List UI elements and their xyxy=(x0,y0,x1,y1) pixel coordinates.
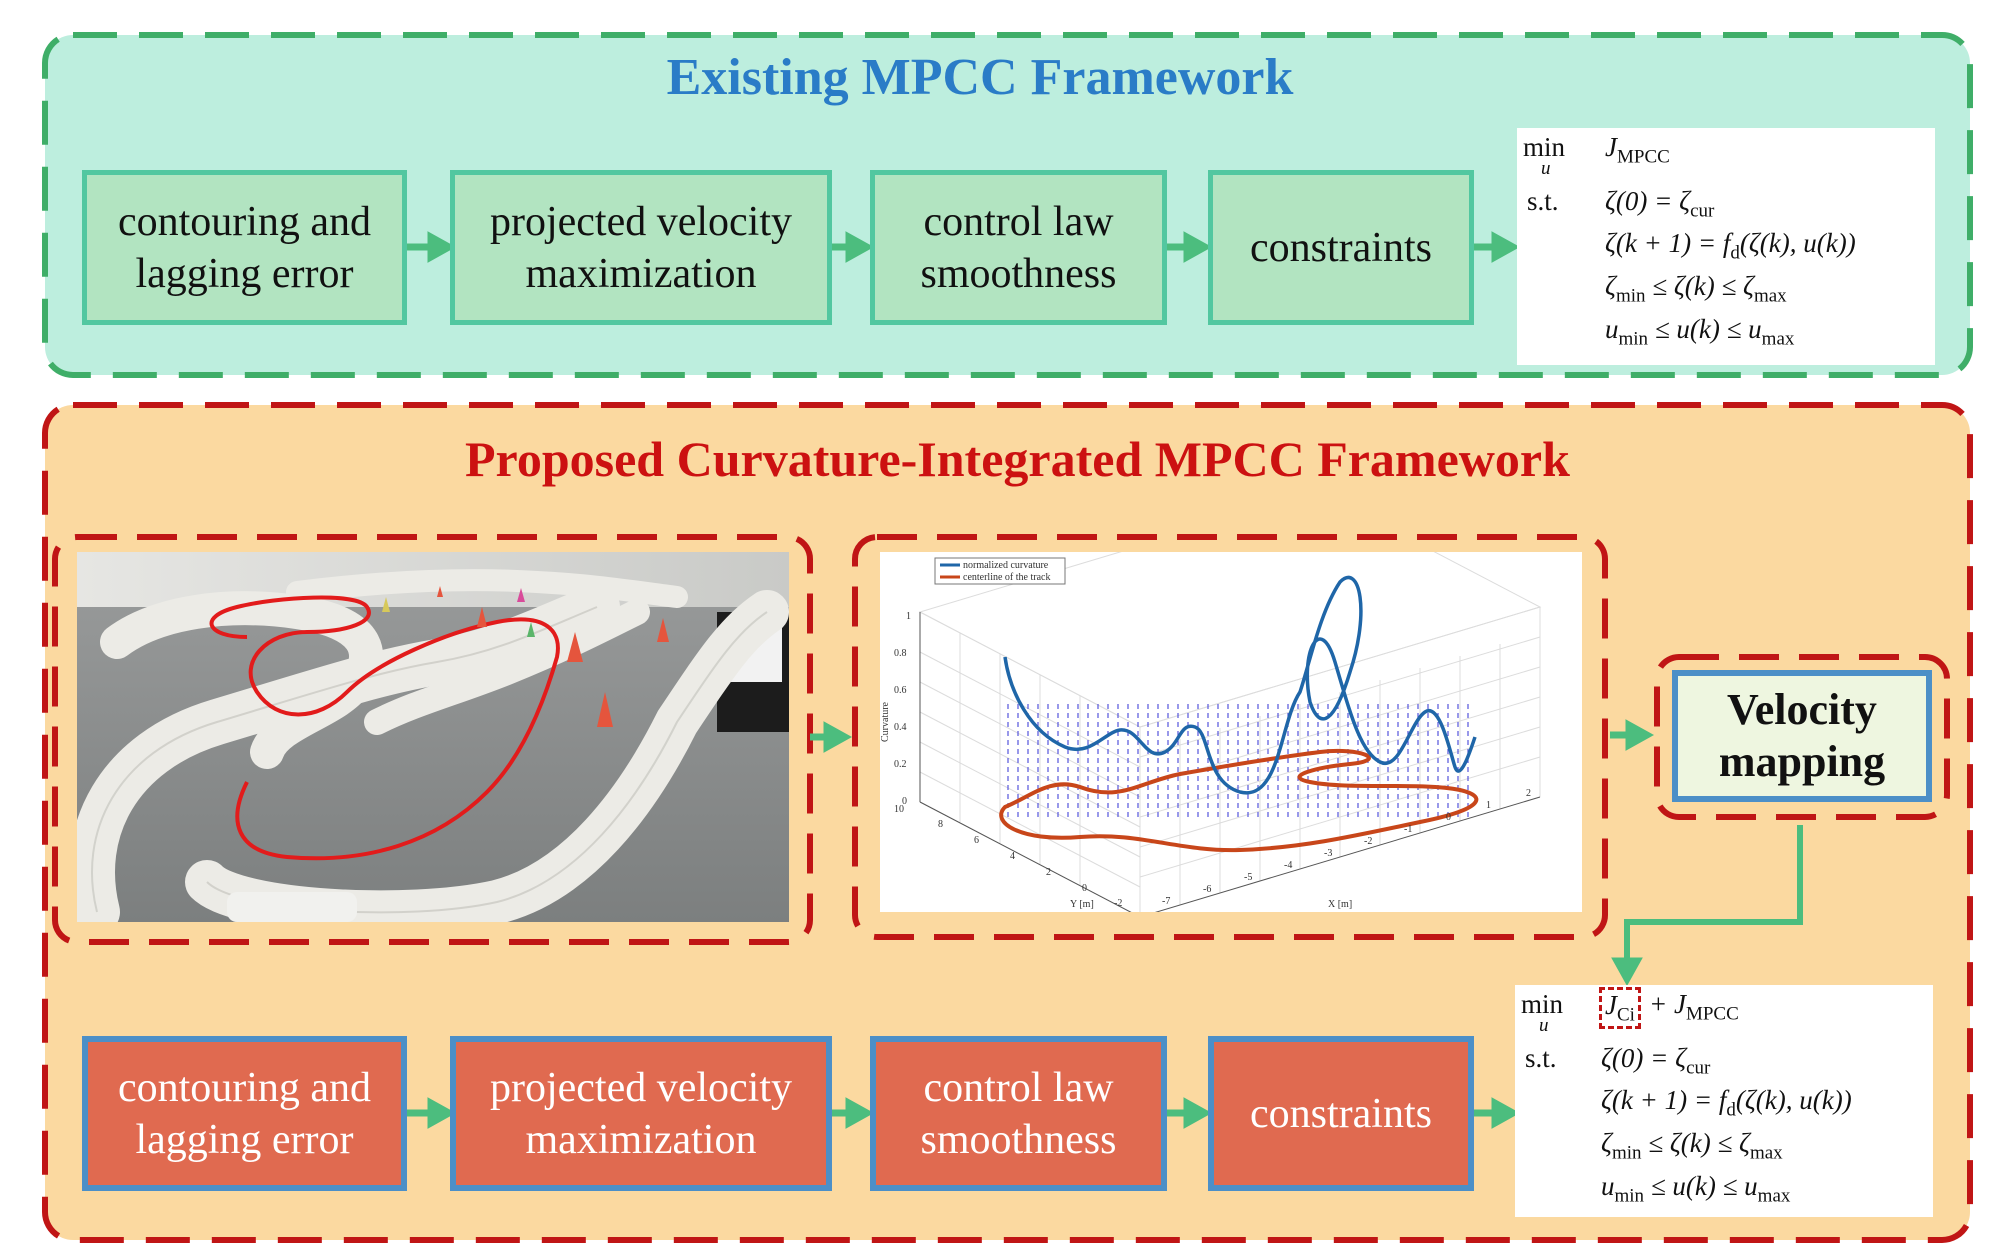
velocity-frame xyxy=(1654,654,1950,820)
proposed-block-contouring: contouring and lagging error xyxy=(82,1036,407,1191)
existing-block-contouring: contouring and lagging error xyxy=(82,170,407,325)
formula-st: s.t. xyxy=(1527,186,1559,216)
existing-block-smoothness: control law smoothness xyxy=(870,170,1167,325)
formula-constraint-4: umin ≤ u(k) ≤ umax xyxy=(1601,1171,1791,1207)
formula-min-u: u xyxy=(1541,158,1551,179)
z-tick: 0.2 xyxy=(894,759,907,770)
y-tick: 6 xyxy=(974,835,979,846)
formula-constraint-3: ζmin ≤ ζ(k) ≤ ζmax xyxy=(1601,1128,1783,1164)
x-tick: -7 xyxy=(1162,896,1170,907)
x-tick: 0 xyxy=(1446,812,1451,823)
formula-objective: JMPCC xyxy=(1605,132,1670,168)
existing-formula: min u JMPCC s.t. ζ(0) = ζcur ζ(k + 1) = … xyxy=(1517,128,1935,365)
formula-constraint-1: ζ(0) = ζcur xyxy=(1601,1043,1711,1079)
formula-min-u: u xyxy=(1539,1015,1549,1036)
y-tick: 10 xyxy=(894,804,904,815)
x-ticks: -7 -6 -5 -4 -3 -2 -1 0 1 2 xyxy=(1162,788,1531,907)
formula-jci-term: JCi xyxy=(1599,987,1641,1030)
proposed-block-velocity: projected velocity maximization xyxy=(450,1036,832,1191)
curvature-plot: normalized curvature centerline of the t… xyxy=(880,491,1582,918)
z-tick: 0.6 xyxy=(894,685,907,696)
formula-objective: + JMPCC xyxy=(1649,989,1739,1025)
x-tick: -6 xyxy=(1203,884,1211,895)
formula-st: s.t. xyxy=(1525,1043,1557,1073)
cones xyxy=(382,586,669,727)
track-photo xyxy=(77,552,789,922)
z-tick: 0.8 xyxy=(894,648,907,659)
z-ticks: 0 0.2 0.4 0.6 0.8 1 xyxy=(894,611,911,807)
formula-min: min xyxy=(1521,989,1564,1019)
proposed-formula: min u JCi + JMPCC s.t. ζ(0) = ζcur ζ(k +… xyxy=(1515,985,1933,1217)
formula-constraint-1: ζ(0) = ζcur xyxy=(1605,186,1715,222)
x-tick: 2 xyxy=(1526,788,1531,799)
formula-constraint-2: ζ(k + 1) = fd(ζ(k), u(k)) xyxy=(1605,228,1856,264)
x-tick: -2 xyxy=(1364,836,1372,847)
y-ticks: 10 8 6 4 2 0 -2 xyxy=(894,804,1122,909)
y-tick: 8 xyxy=(938,819,943,830)
z-tick: 0 xyxy=(902,796,907,807)
y-tick: 0 xyxy=(1082,883,1087,894)
curvature-plot-svg: normalized curvature centerline of the t… xyxy=(880,491,1542,918)
arrows-bottom xyxy=(405,1097,1521,1129)
track-photo-drawing xyxy=(77,552,789,922)
x-tick: -1 xyxy=(1404,824,1412,835)
y-tick: -2 xyxy=(1114,898,1122,909)
y-tick: 4 xyxy=(1010,851,1015,862)
x-axis-label: X [m] xyxy=(1328,899,1352,910)
legend-centerline: centerline of the track xyxy=(963,572,1050,583)
existing-block-constraints: constraints xyxy=(1208,170,1474,325)
y-axis-label: Y [m] xyxy=(1070,899,1094,910)
proposed-block-constraints: constraints xyxy=(1208,1036,1474,1191)
centerline-curve xyxy=(999,748,1479,853)
formula-constraint-3: ζmin ≤ ζ(k) ≤ ζmax xyxy=(1605,271,1787,307)
x-tick: -3 xyxy=(1324,848,1332,859)
x-tick: 1 xyxy=(1486,800,1491,811)
proposed-title: Proposed Curvature-Integrated MPCC Frame… xyxy=(465,431,1570,487)
curvature-curve xyxy=(1003,575,1477,795)
arrows-middle xyxy=(810,719,1803,987)
formula-min: min xyxy=(1523,132,1566,162)
y-tick: 2 xyxy=(1046,867,1051,878)
x-tick: -5 xyxy=(1244,872,1252,883)
plot-legend: normalized curvature centerline of the t… xyxy=(934,557,1066,585)
formula-constraint-2: ζ(k + 1) = fd(ζ(k), u(k)) xyxy=(1601,1085,1852,1121)
plot-frame xyxy=(852,534,1608,940)
z-tick: 1 xyxy=(906,611,911,622)
x-tick: -4 xyxy=(1284,860,1292,871)
legend-curvature: normalized curvature xyxy=(963,560,1049,571)
z-tick: 0.4 xyxy=(894,722,907,733)
existing-block-velocity: projected velocity maximization xyxy=(450,170,832,325)
arrows-top xyxy=(405,231,1521,263)
velocity-mapping-block: Velocity mapping xyxy=(1672,670,1932,802)
existing-title: Existing MPCC Framework xyxy=(666,49,1294,106)
z-axis-label: Curvature xyxy=(880,701,891,742)
formula-constraint-4: umin ≤ u(k) ≤ umax xyxy=(1605,314,1795,350)
red-centerline xyxy=(209,595,560,861)
proposed-block-smoothness: control law smoothness xyxy=(870,1036,1167,1191)
